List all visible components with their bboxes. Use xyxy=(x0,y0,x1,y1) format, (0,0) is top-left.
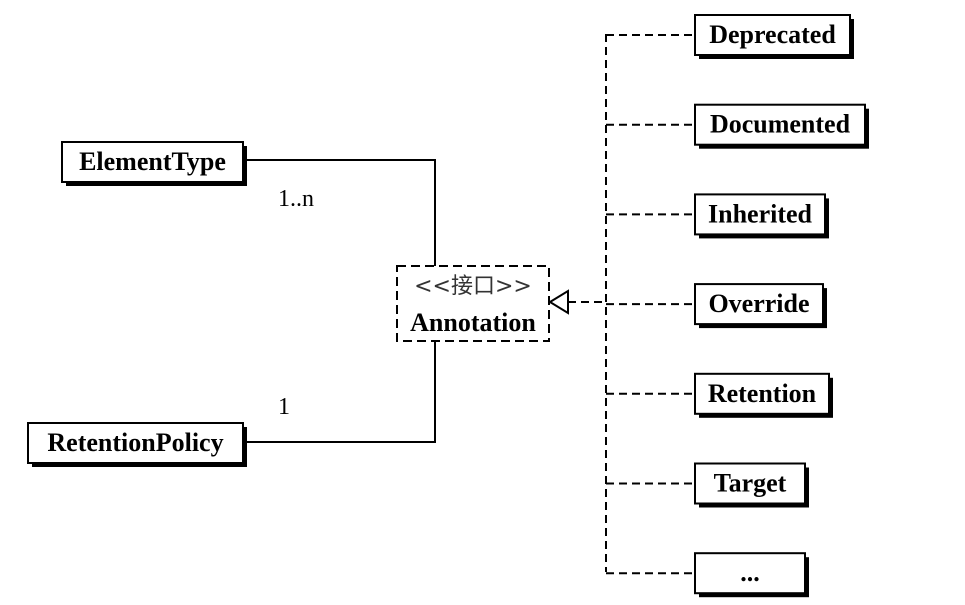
node-more[interactable]: ... xyxy=(694,552,809,598)
node-label-retention: Retention xyxy=(708,379,817,408)
node-inherited[interactable]: Inherited xyxy=(694,193,829,239)
node-label-override: Override xyxy=(708,289,809,318)
interface-node-annotation[interactable]: <<接口>> Annotation xyxy=(396,265,550,342)
association-line-element-type xyxy=(243,159,436,266)
node-retention-policy[interactable]: RetentionPolicy xyxy=(27,422,247,467)
realization-arrowhead-icon xyxy=(548,289,569,315)
multiplicity-element-type: 1..n xyxy=(278,186,314,212)
node-documented[interactable]: Documented xyxy=(694,103,869,149)
node-retention[interactable]: Retention xyxy=(694,372,833,418)
association-line-retention-policy xyxy=(243,342,436,443)
node-label-retention-policy: RetentionPolicy xyxy=(47,428,223,457)
node-label-deprecated: Deprecated xyxy=(709,20,836,49)
interface-name: Annotation xyxy=(410,308,536,337)
node-override[interactable]: Override xyxy=(694,283,827,329)
node-deprecated[interactable]: Deprecated xyxy=(694,14,854,59)
node-label-documented: Documented xyxy=(710,110,851,139)
node-label-more: ... xyxy=(740,558,760,587)
multiplicity-retention-policy: 1 xyxy=(278,394,290,420)
interface-stereotype: <<接口>> xyxy=(414,274,532,299)
node-label-inherited: Inherited xyxy=(708,199,813,228)
implementing-annotations: DeprecatedDocumentedInheritedOverrideRet… xyxy=(606,14,869,598)
node-label-element-type: ElementType xyxy=(79,147,226,176)
node-target[interactable]: Target xyxy=(694,462,809,508)
node-label-target: Target xyxy=(714,469,787,498)
node-element-type[interactable]: ElementType xyxy=(61,141,247,186)
